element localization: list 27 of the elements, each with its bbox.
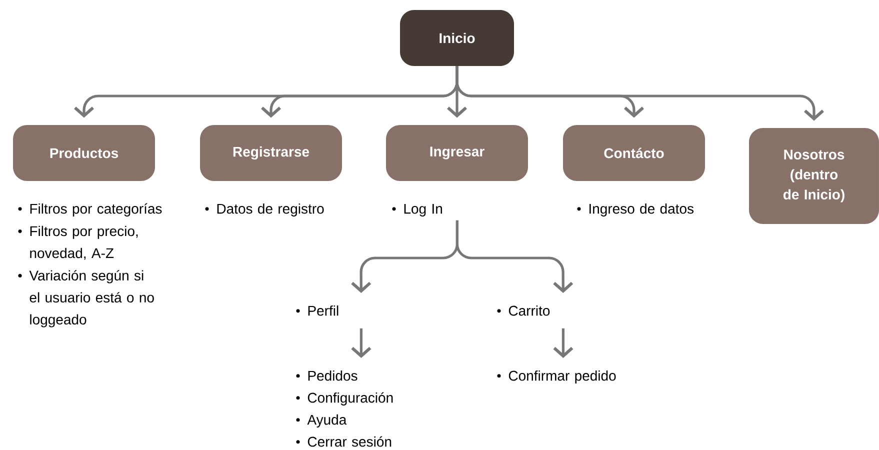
- list-item: Filtros por precio, novedad, A-Z: [18, 226, 138, 260]
- node-label: Pedidos: [308, 370, 358, 381]
- menu-box: Inicio: [400, 10, 514, 66]
- node-label: Ayuda: [307, 414, 347, 428]
- bullet-list: Carrito: [497, 305, 550, 316]
- menu-box: Productos: [13, 125, 155, 181]
- arrow: [351, 328, 372, 358]
- bullet-list: Perfil: [296, 305, 338, 316]
- bullet-list: Log In: [392, 204, 442, 216]
- arrow: [456, 66, 824, 121]
- node-label: Cerrar sesión: [308, 436, 392, 447]
- menu-box: Registrarse: [200, 125, 342, 181]
- list-item: Variación según si el usuario está o no loggeado: [18, 270, 154, 328]
- bullet-list: Pedidos Configuración Ayuda Cerrar sesión: [296, 370, 393, 447]
- node-label: Perfil: [308, 305, 338, 316]
- arrow: [553, 328, 574, 358]
- node-label: Carrito: [508, 305, 550, 316]
- list-item: Filtros por categorías: [18, 203, 162, 216]
- node-label: Configuración: [308, 392, 393, 406]
- menu-box: Ingresar: [386, 125, 528, 181]
- list-item: Datos de registro: [205, 203, 324, 216]
- menu-box: Nosotros (dentro de Inicio): [749, 128, 879, 224]
- list-item: Ingreso de datos: [577, 203, 694, 216]
- bullet-list: Confirmar pedido: [497, 370, 616, 384]
- node-label: Log In: [404, 204, 442, 216]
- arrow: [456, 220, 574, 293]
- menu-box: Contácto: [563, 125, 705, 181]
